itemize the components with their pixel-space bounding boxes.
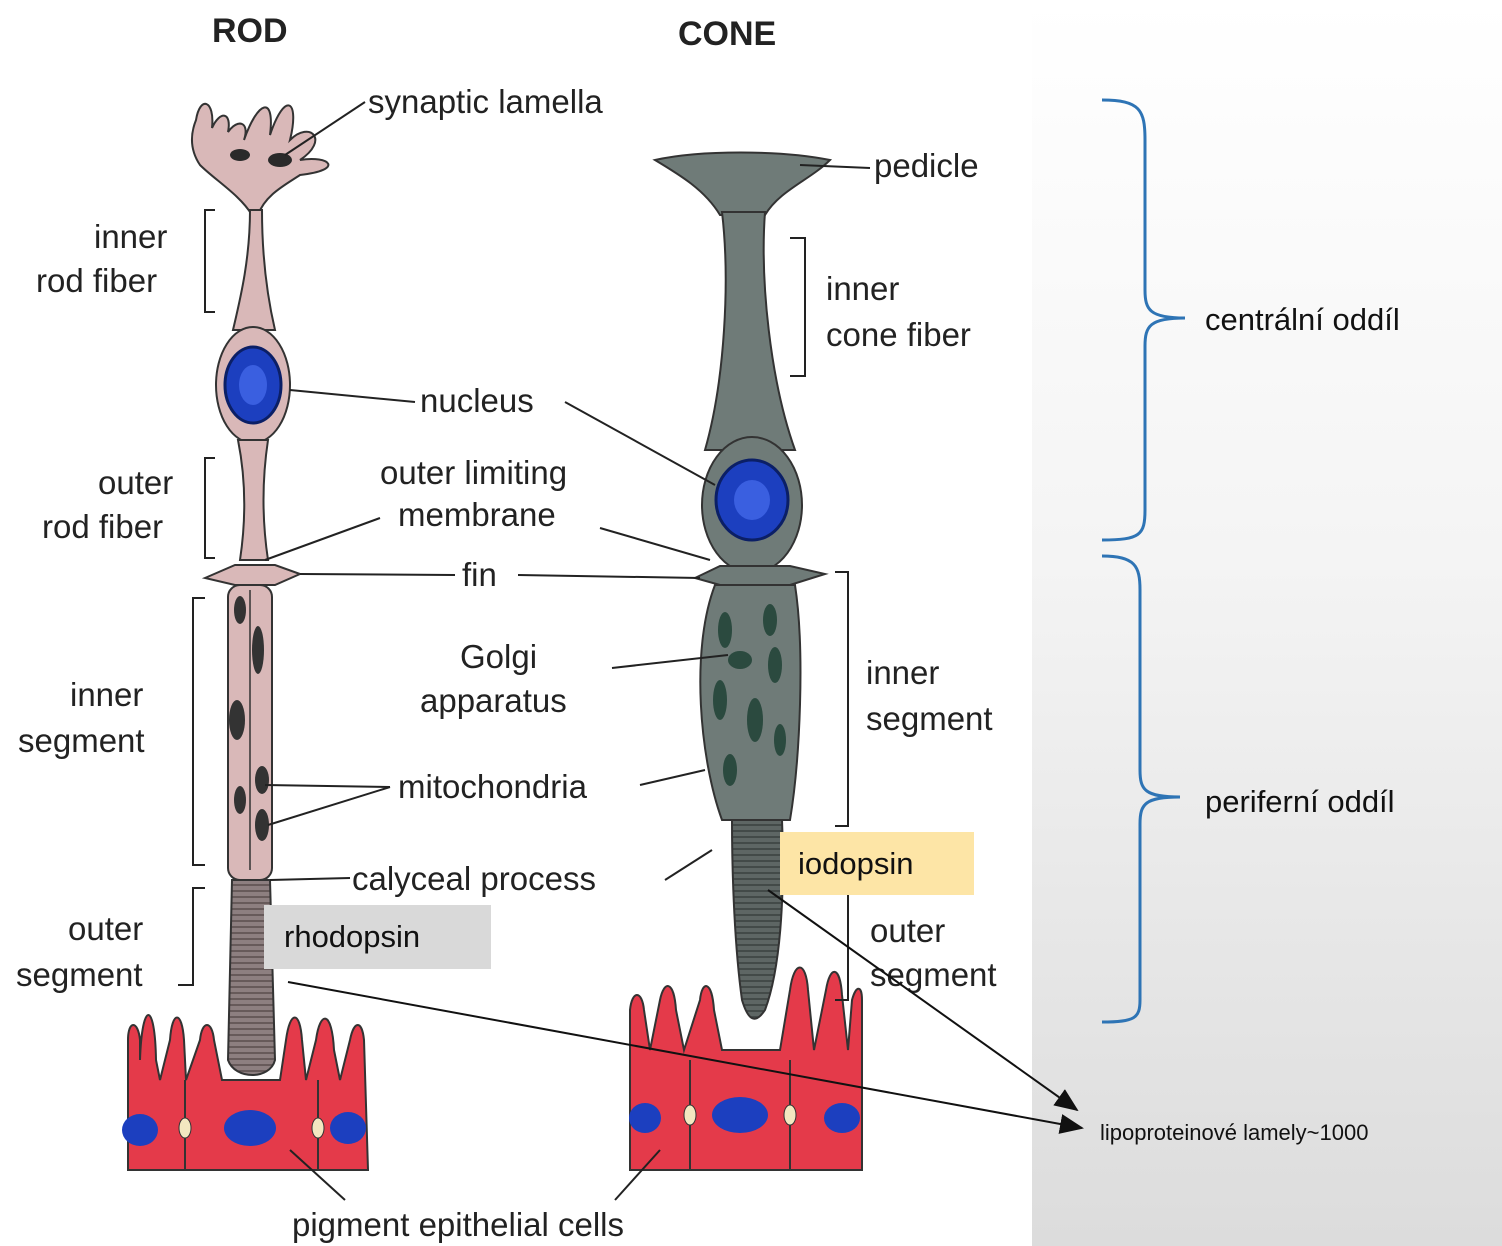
outer-rod-fiber (238, 440, 268, 560)
label-pedicle: pedicle (874, 147, 979, 184)
label-inner-cone-fiber-2: cone fiber (826, 316, 971, 353)
rod-synaptic-lamella (192, 104, 328, 215)
label-outer-rod-fiber-1: outer (98, 464, 173, 501)
section-brackets (1102, 100, 1185, 1022)
label-outer-limiting-2: membrane (398, 496, 556, 533)
inner-rod-fiber (233, 210, 275, 330)
label-cone-outer-segment-2: segment (870, 956, 997, 993)
label-cone-outer-segment-1: outer (870, 912, 945, 949)
label-outer-rod-fiber-2: rod fiber (42, 508, 163, 545)
label-mitochondria: mitochondria (398, 768, 588, 805)
label-rod-outer-segment-1: outer (68, 910, 143, 947)
peripheral-section-label: periferní oddíl (1205, 784, 1395, 819)
label-golgi-1: Golgi (460, 638, 537, 675)
label-cone-inner-segment-2: segment (866, 700, 993, 737)
label-calyceal-process: calyceal process (352, 860, 596, 897)
inner-cone-fiber (705, 212, 795, 450)
label-rod-inner-segment-1: inner (70, 676, 143, 713)
label-cone-inner-segment-1: inner (866, 654, 939, 691)
cone-outer-segment (732, 820, 783, 1019)
iodopsin-label: iodopsin (780, 832, 974, 895)
label-rod-inner-segment-2: segment (18, 722, 145, 759)
rhodopsin-label: rhodopsin (264, 905, 491, 969)
label-nucleus: nucleus (420, 382, 534, 419)
label-inner-cone-fiber-1: inner (826, 270, 899, 307)
lipoprotein-lamellae-label: lipoproteinové lamely~1000 (1100, 1120, 1368, 1145)
label-golgi-2: apparatus (420, 682, 567, 719)
central-section-label: centrální oddíl (1205, 302, 1400, 337)
rod-fin (205, 565, 300, 585)
label-outer-limiting-1: outer limiting (380, 454, 567, 491)
label-pigment-epithelial-cells: pigment epithelial cells (292, 1206, 624, 1243)
cone-header: CONE (678, 15, 776, 53)
cone-fin (695, 566, 825, 585)
label-rod-outer-segment-2: segment (16, 956, 143, 993)
label-synaptic-lamella: synaptic lamella (368, 83, 603, 120)
central-section-brace (1102, 100, 1185, 540)
label-inner-rod-fiber-2: rod fiber (36, 262, 157, 299)
label-inner-rod-fiber-1: inner (94, 218, 167, 255)
peripheral-section-brace (1102, 556, 1180, 1022)
cone-pedicle (655, 153, 830, 216)
label-fin: fin (462, 556, 497, 593)
rod-header: ROD (212, 12, 288, 50)
